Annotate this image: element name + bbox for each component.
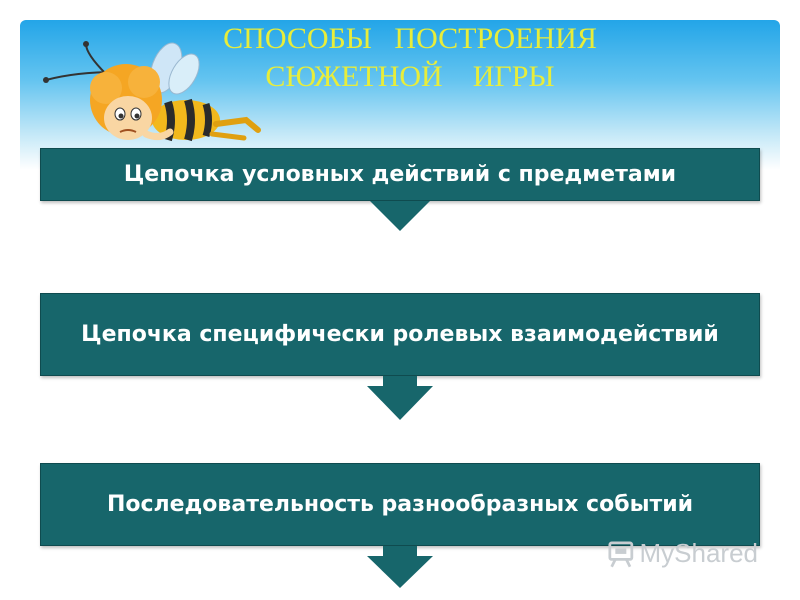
page-title: СПОСОБЫ ПОСТРОЕНИЯ СЮЖЕТНОЙ ИГРЫ <box>160 20 660 96</box>
bee-icon <box>43 41 261 142</box>
watermark: MyShared <box>608 536 758 570</box>
arrow-down-icon <box>367 546 433 588</box>
arrow-down-icon <box>370 201 430 231</box>
step-2: Цепочка специфически ролевых взаимодейст… <box>40 293 760 376</box>
watermark-text: MyShared <box>639 537 759 568</box>
step-1: Цепочка условных действий с предметами <box>40 148 760 201</box>
title-line-1: СПОСОБЫ ПОСТРОЕНИЯ <box>223 22 597 55</box>
title-line-2: СЮЖЕТНОЙ ИГРЫ <box>265 60 555 93</box>
arrow-down-icon <box>367 376 433 420</box>
step-3: Последовательность разнообразных событий <box>40 463 760 546</box>
myshared-logo-icon <box>608 541 634 568</box>
